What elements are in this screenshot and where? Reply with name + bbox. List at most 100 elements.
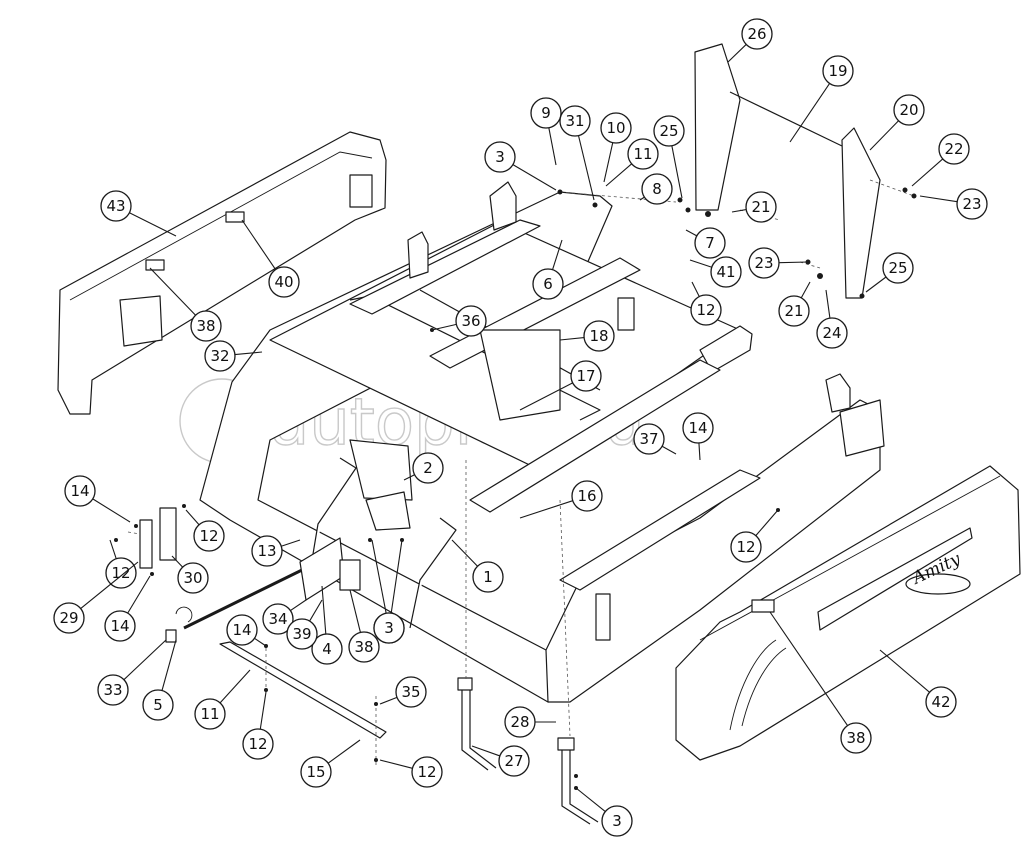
callout-circle (956, 188, 988, 220)
callout-leader-line (800, 281, 811, 299)
callout-leader-line (127, 575, 151, 614)
callout-number: 33 (103, 681, 122, 699)
callout-number: 3 (612, 812, 622, 830)
callout-33: 33 (97, 639, 167, 706)
callout-leader-line (519, 500, 573, 519)
callout-9: 9 (530, 97, 562, 166)
callout-38: 38 (348, 589, 380, 663)
callout-circle (840, 722, 872, 754)
callout-leader-line (123, 639, 167, 681)
part-39-decal (339, 559, 361, 591)
callout-number: 19 (828, 62, 847, 80)
callout-circle (633, 423, 665, 455)
callout-14: 14 (104, 575, 151, 642)
callout-leader-line (548, 127, 557, 166)
callout-circle (504, 706, 536, 738)
callout-number: 27 (504, 752, 523, 770)
callout-leader-line (661, 445, 677, 455)
callout-leader-line (321, 585, 327, 635)
callout-number: 7 (705, 234, 715, 252)
part-27-stand-left (457, 677, 497, 771)
callout-leader-line (559, 336, 585, 341)
callout-circle (412, 452, 444, 484)
callout-number: 14 (110, 617, 129, 635)
callout-circle (204, 340, 236, 372)
callout-circle (882, 252, 914, 284)
callout-circle (532, 268, 564, 300)
callout-leader-line (689, 259, 712, 268)
callout-circle (455, 305, 487, 337)
callout-number: 25 (659, 122, 678, 140)
callout-leader-line (778, 261, 809, 264)
callout-number: 14 (232, 621, 251, 639)
callout-leader-line (290, 599, 307, 612)
callout-leader-line (254, 637, 267, 647)
callout-circle (694, 227, 726, 259)
callout-number: 25 (888, 259, 907, 277)
callout-number: 5 (153, 696, 163, 714)
part-13-bracket (311, 457, 357, 561)
callout-12: 12 (242, 691, 274, 760)
callout-number: 43 (106, 197, 125, 215)
callout-circle (641, 173, 673, 205)
part-26-rear-panel (694, 43, 741, 211)
callout-26: 26 (727, 18, 773, 63)
callout-number: 16 (577, 487, 596, 505)
callout-12: 12 (690, 281, 722, 326)
callout-12: 12 (379, 756, 443, 788)
callout-1: 1 (451, 539, 504, 593)
callout-circle (938, 133, 970, 165)
callout-number: 13 (257, 542, 276, 560)
callout-14: 14 (682, 412, 714, 461)
callout-36: 36 (431, 305, 487, 337)
callout-30: 30 (171, 555, 209, 594)
callout-39: 39 (286, 599, 323, 650)
callout-7: 7 (685, 227, 726, 259)
callout-circle (472, 561, 504, 593)
callout-35: 35 (379, 676, 427, 708)
callout-leader-line (552, 239, 563, 270)
callout-leader-line (519, 382, 573, 411)
callout-leader-line (603, 142, 614, 183)
callout-circle (194, 698, 226, 730)
callout-circle (925, 686, 957, 718)
callout-number: 4 (322, 640, 332, 658)
callout-circle (816, 317, 848, 349)
callout-17: 17 (519, 360, 602, 411)
callout-number: 30 (183, 569, 202, 587)
part-5-drive-shaft (175, 568, 303, 630)
callout-leader-line (512, 164, 557, 191)
callout-circle (411, 756, 443, 788)
callout-number: 22 (944, 140, 963, 158)
callout-leader-line (451, 539, 478, 567)
callout-leader-line (727, 44, 747, 63)
callout-leader-line (390, 539, 403, 614)
main-frame (199, 181, 885, 703)
callout-circle (710, 256, 742, 288)
callout-leader-line (698, 442, 701, 461)
callout-circle (748, 247, 780, 279)
callout-18: 18 (559, 320, 615, 352)
callout-23: 23 (748, 247, 809, 279)
callout-leader-line (92, 498, 131, 523)
callout-circle (600, 112, 632, 144)
callout-circle (104, 610, 136, 642)
callout-number: 38 (196, 317, 215, 335)
callout-circle (64, 475, 96, 507)
callout-leader-line (219, 669, 251, 704)
callout-21: 21 (778, 281, 811, 327)
callout-number: 36 (461, 312, 480, 330)
callout-number: 23 (962, 195, 981, 213)
callout-circle (395, 676, 427, 708)
callout-number: 40 (274, 273, 293, 291)
callout-circle (226, 614, 258, 646)
callout-number: 8 (652, 180, 662, 198)
callout-number: 21 (751, 198, 770, 216)
callout-number: 32 (210, 347, 229, 365)
callout-leader-line (403, 474, 415, 481)
callout-circle (682, 412, 714, 444)
callout-38: 38 (149, 267, 222, 342)
part-19-rod (729, 91, 843, 147)
callout-6: 6 (532, 239, 564, 300)
callout-circle (484, 141, 516, 173)
